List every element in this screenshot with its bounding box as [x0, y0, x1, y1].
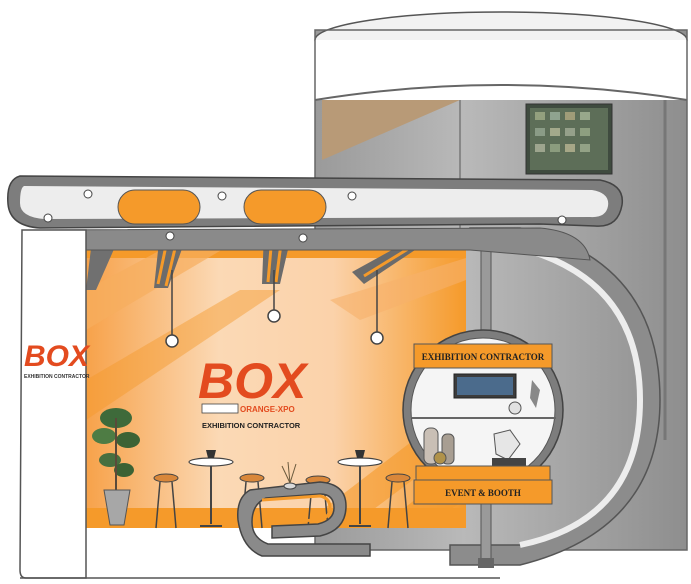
- wall-partner-text: ORANGE-XPO: [240, 405, 295, 414]
- shelf-top-label: EXHIBITION CONTRACTOR: [422, 352, 545, 362]
- wall-logo-text: BOX: [198, 353, 309, 409]
- left-pillar: BOX EXHIBITION CONTRACTOR: [19, 229, 91, 579]
- reception-counter: [237, 461, 371, 557]
- top-canopy: [7, 175, 624, 261]
- circular-shelf: EXHIBITION CONTRACTOR EVENT & BOOTH: [402, 329, 564, 505]
- pillar-tagline: EXHIBITION CONTRACTOR: [24, 374, 90, 380]
- wall-tagline: EXHIBITION CONTRACTOR: [202, 421, 301, 430]
- pendant-lights: [165, 270, 384, 348]
- pillar-logo: BOX: [24, 340, 91, 373]
- rear-tv-screen: [525, 103, 613, 175]
- wall-logo: BOX ORANGE-XPO EXHIBITION CONTRACTOR: [198, 353, 309, 430]
- shelf-bottom-label: EVENT & BOOTH: [445, 488, 521, 498]
- potted-plant: [92, 408, 140, 526]
